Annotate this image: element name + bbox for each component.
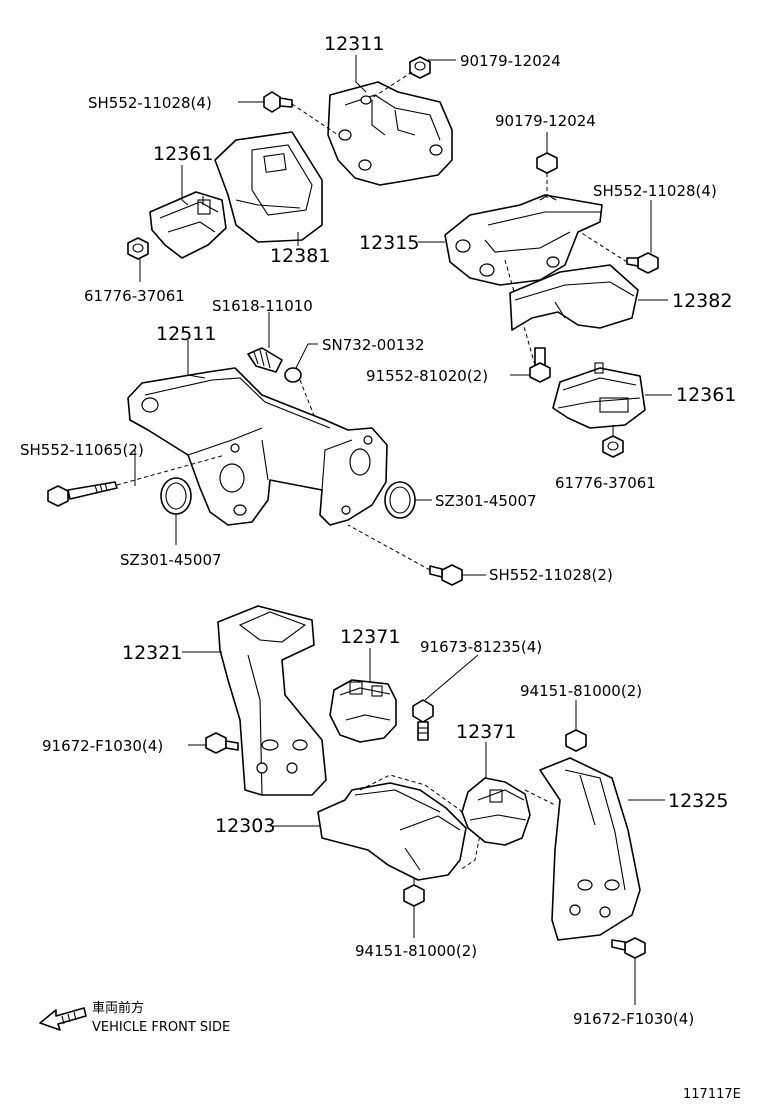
nut-90179-top-drawing (409, 56, 431, 79)
label-sh552-11065-2: SH552-11065(2) (20, 441, 144, 459)
mount-12361-right-drawing (552, 362, 646, 429)
pad-12381-drawing (214, 131, 323, 243)
label-90179-12024-right: 90179-12024 (495, 112, 596, 130)
label-12371-top: 12371 (340, 626, 400, 648)
label-12321: 12321 (122, 642, 182, 664)
nut-94151-bottom-drawing (403, 884, 425, 907)
bolt-sh552-right-drawing (626, 252, 659, 274)
label-12325: 12325 (668, 790, 728, 812)
label-94151-81000-2-bottom: 94151-81000(2) (355, 942, 477, 960)
label-sn732-00132: SN732-00132 (322, 336, 425, 354)
gasket-sz301-right-drawing (384, 481, 416, 519)
mount-12361-top-drawing (149, 191, 227, 259)
label-12371-mid: 12371 (456, 721, 516, 743)
cover-12382-drawing (509, 264, 639, 331)
label-sh552-11028-4-top: SH552-11028(4) (88, 94, 212, 112)
mount-12371-top-drawing (329, 679, 397, 743)
bolt-91672-left-drawing (205, 732, 239, 754)
label-12511: 12511 (156, 323, 216, 345)
mount-12371-mid-drawing (461, 777, 531, 846)
bolt-sh552-top-drawing (263, 91, 293, 113)
legend-japanese: 車両前方 (92, 1000, 144, 1016)
label-12361-right: 12361 (676, 384, 736, 406)
bracket-12325-drawing (539, 757, 641, 941)
legend-english: VEHICLE FRONT SIDE (92, 1020, 230, 1035)
leader-lines (134, 55, 672, 1005)
oring-sn732-drawing (284, 367, 302, 383)
label-12315: 12315 (359, 232, 419, 254)
label-sh552-11028-4-right: SH552-11028(4) (593, 182, 717, 200)
bracket-12321-drawing (217, 605, 327, 796)
gasket-sz301-left-drawing (160, 477, 192, 515)
nut-61776-right-drawing (602, 435, 624, 458)
nut-90179-right-drawing (536, 152, 558, 174)
mount-12303-drawing (317, 782, 467, 881)
label-61776-37061-right: 61776-37061 (555, 474, 656, 492)
vehicle-front-legend: 車両前方 VEHICLE FRONT SIDE (39, 1000, 230, 1035)
label-61776-37061-left: 61776-37061 (84, 287, 185, 305)
label-12381: 12381 (270, 245, 330, 267)
label-12311: 12311 (324, 33, 384, 55)
label-sz301-45007-left: SZ301-45007 (120, 551, 222, 569)
bolt-sh552-11065-drawing (47, 481, 118, 507)
label-91552-81020-2: 91552-81020(2) (366, 367, 488, 385)
bolt-91672-bottom-drawing (611, 937, 646, 959)
label-sz301-45007-right: SZ301-45007 (435, 492, 537, 510)
label-12361-top: 12361 (153, 143, 213, 165)
label-91673-81235-4: 91673-81235(4) (420, 638, 542, 656)
label-91672-f1030-4-bottom: 91672-F1030(4) (573, 1010, 694, 1028)
bolt-sh552-2-drawing (429, 564, 463, 586)
stud-s1618-drawing (247, 347, 283, 373)
label-12303: 12303 (215, 815, 275, 837)
figure-id: 117117E (683, 1087, 741, 1102)
label-sh552-11028-2: SH552-11028(2) (489, 566, 613, 584)
bolt-91673-drawing (412, 699, 434, 741)
bolt-91552-drawing (529, 347, 551, 383)
label-s1618-11010: S1618-11010 (212, 297, 313, 315)
label-90179-12024-top: 90179-12024 (460, 52, 561, 70)
nut-94151-right-drawing (565, 729, 587, 752)
label-12382: 12382 (672, 290, 732, 312)
bracket-12315-drawing (444, 194, 603, 286)
nut-61776-left-drawing (127, 237, 149, 260)
bracket-12311-drawing (327, 81, 453, 186)
label-91672-f1030-4-left: 91672-F1030(4) (42, 737, 163, 755)
label-94151-81000-2-right: 94151-81000(2) (520, 682, 642, 700)
bracket-12511-drawing (127, 367, 388, 526)
